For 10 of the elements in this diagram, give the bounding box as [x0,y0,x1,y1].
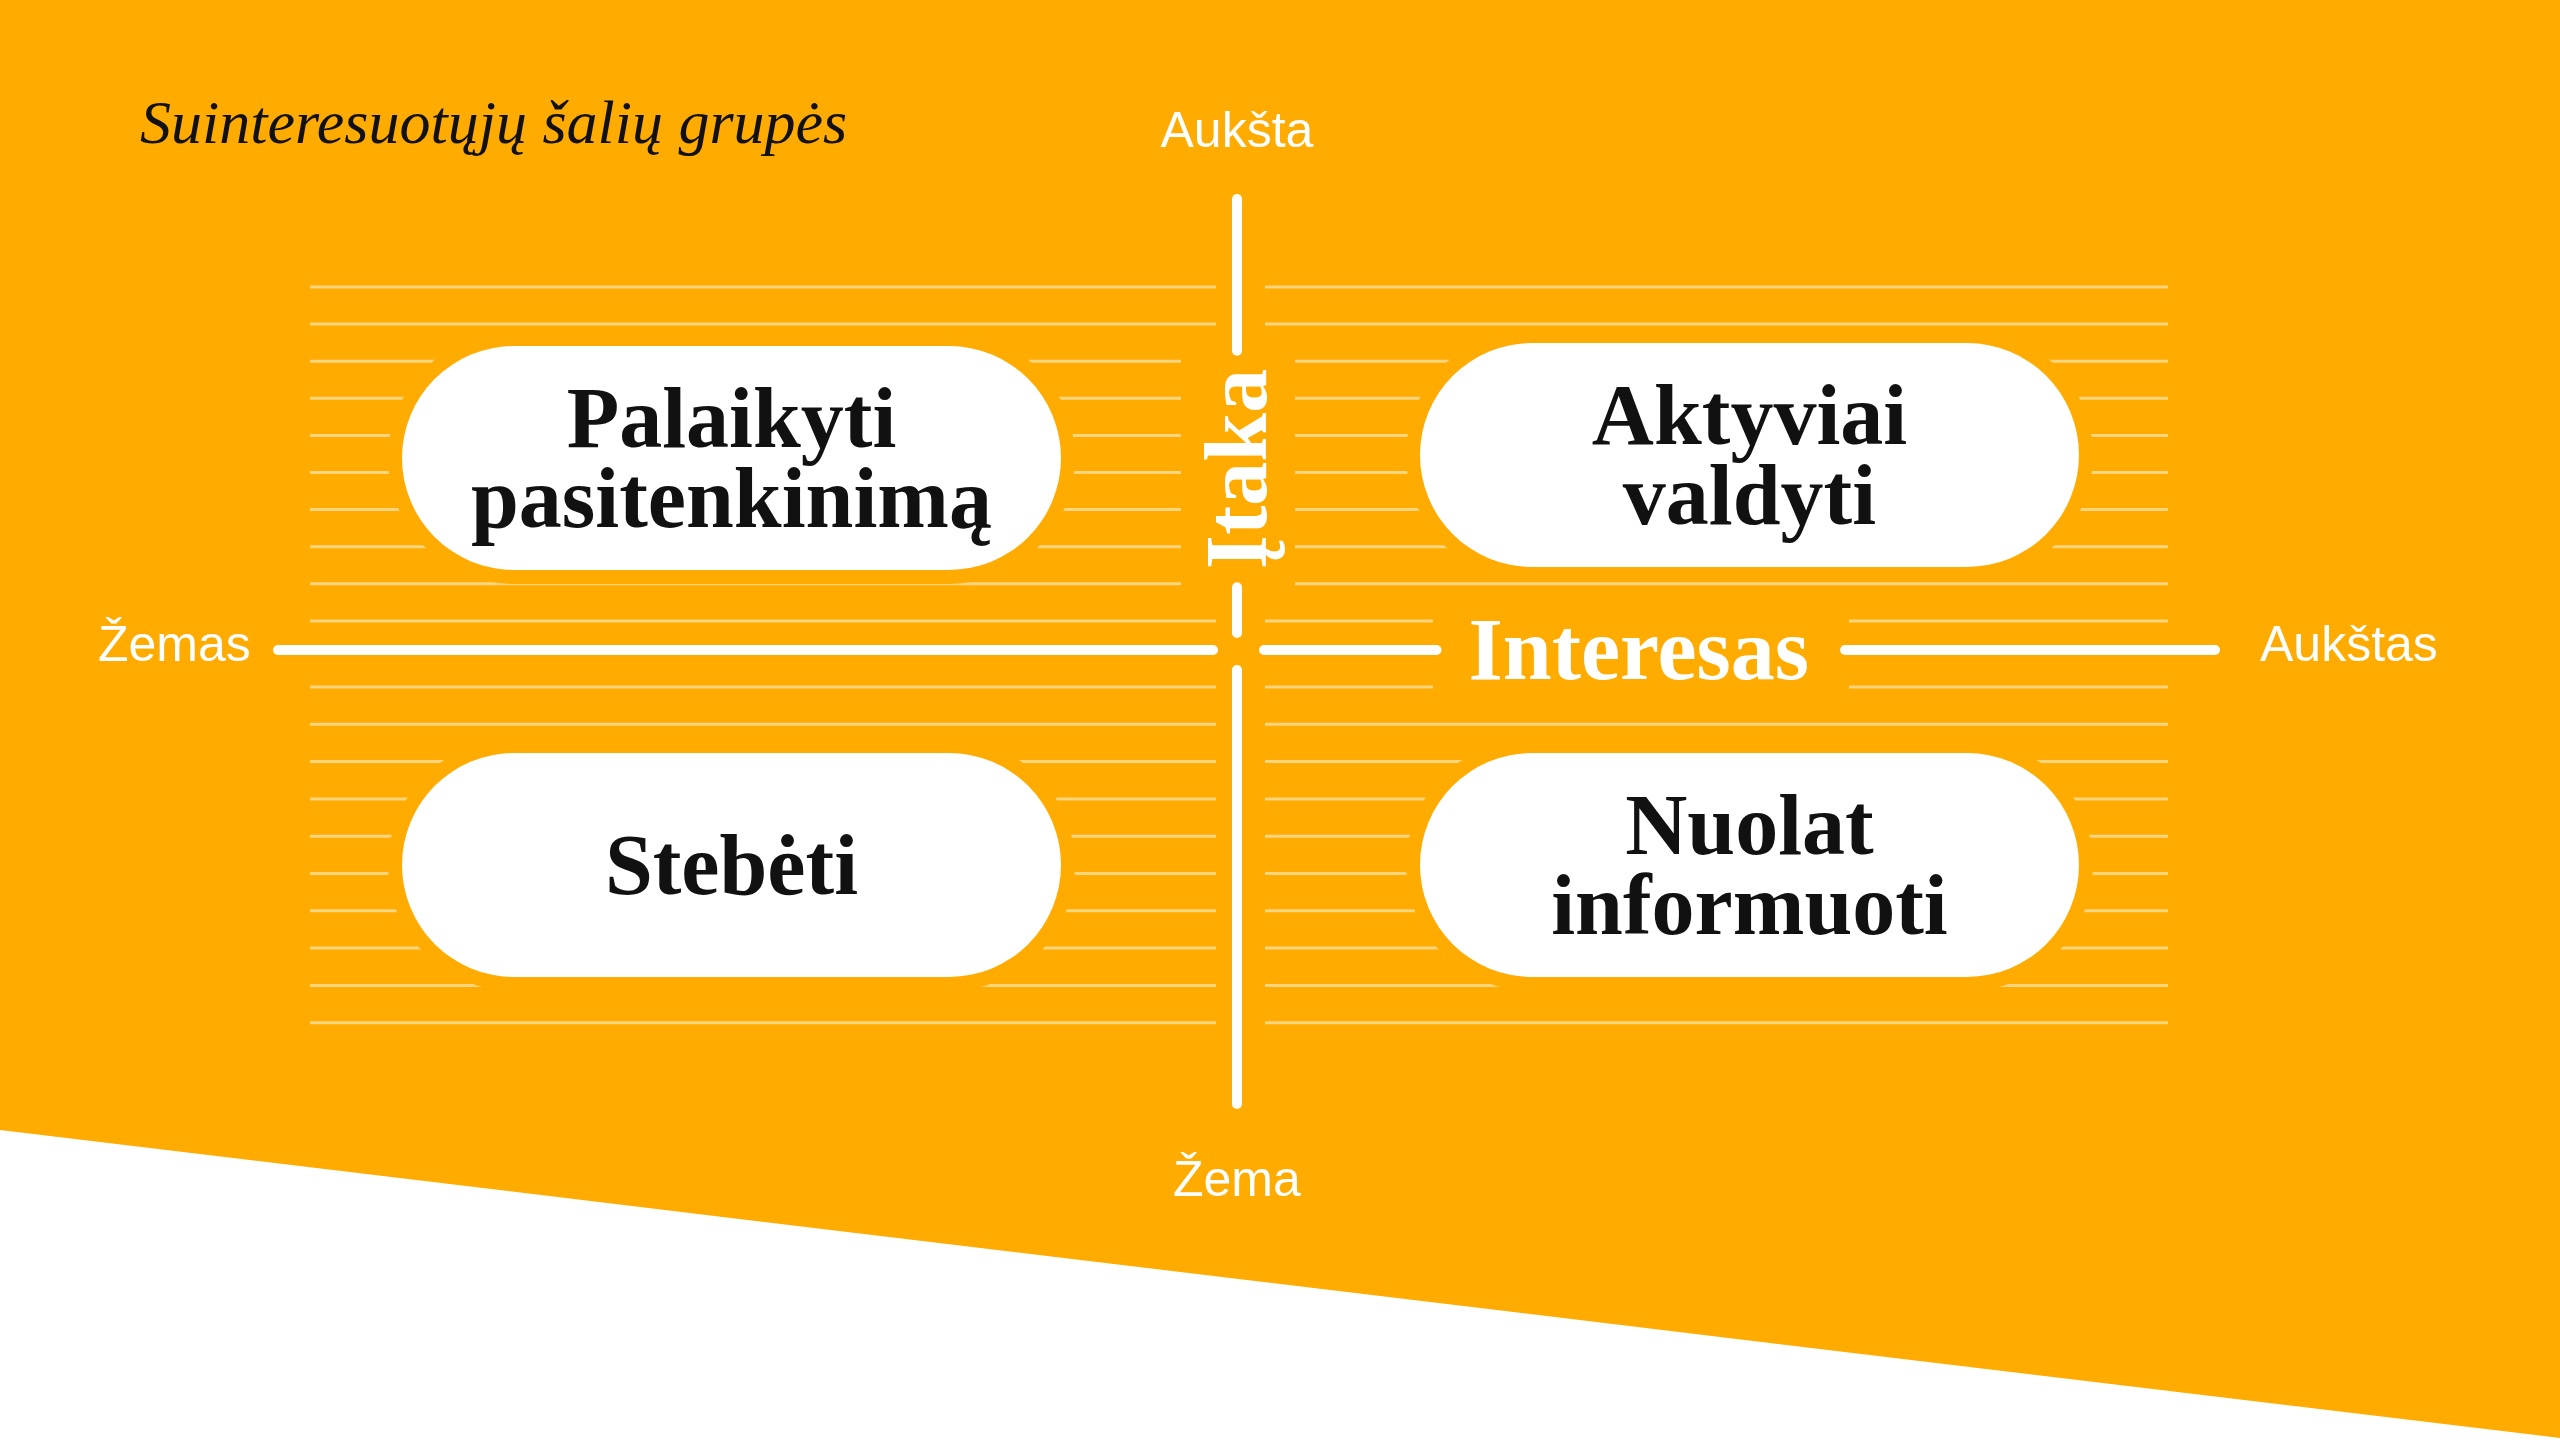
axis-label: Žemas [98,616,251,674]
axis-label: Aukšta [1160,102,1314,160]
axis-label: Aukštas [2260,616,2438,674]
quadrant-pill: Nuolat informuoti [1420,753,2079,977]
axis-title: Interesas [1468,606,1810,694]
axis-label: Žema [1173,1151,1301,1209]
quadrant-pill: Aktyviai valdyti [1420,343,2079,567]
diagram-title: Suinteresuotųjų šalių grupės [140,88,848,157]
quadrant-pill: Palaikyti pasitenkinimą [402,346,1061,570]
quadrant-pill: Stebėti [402,753,1061,977]
